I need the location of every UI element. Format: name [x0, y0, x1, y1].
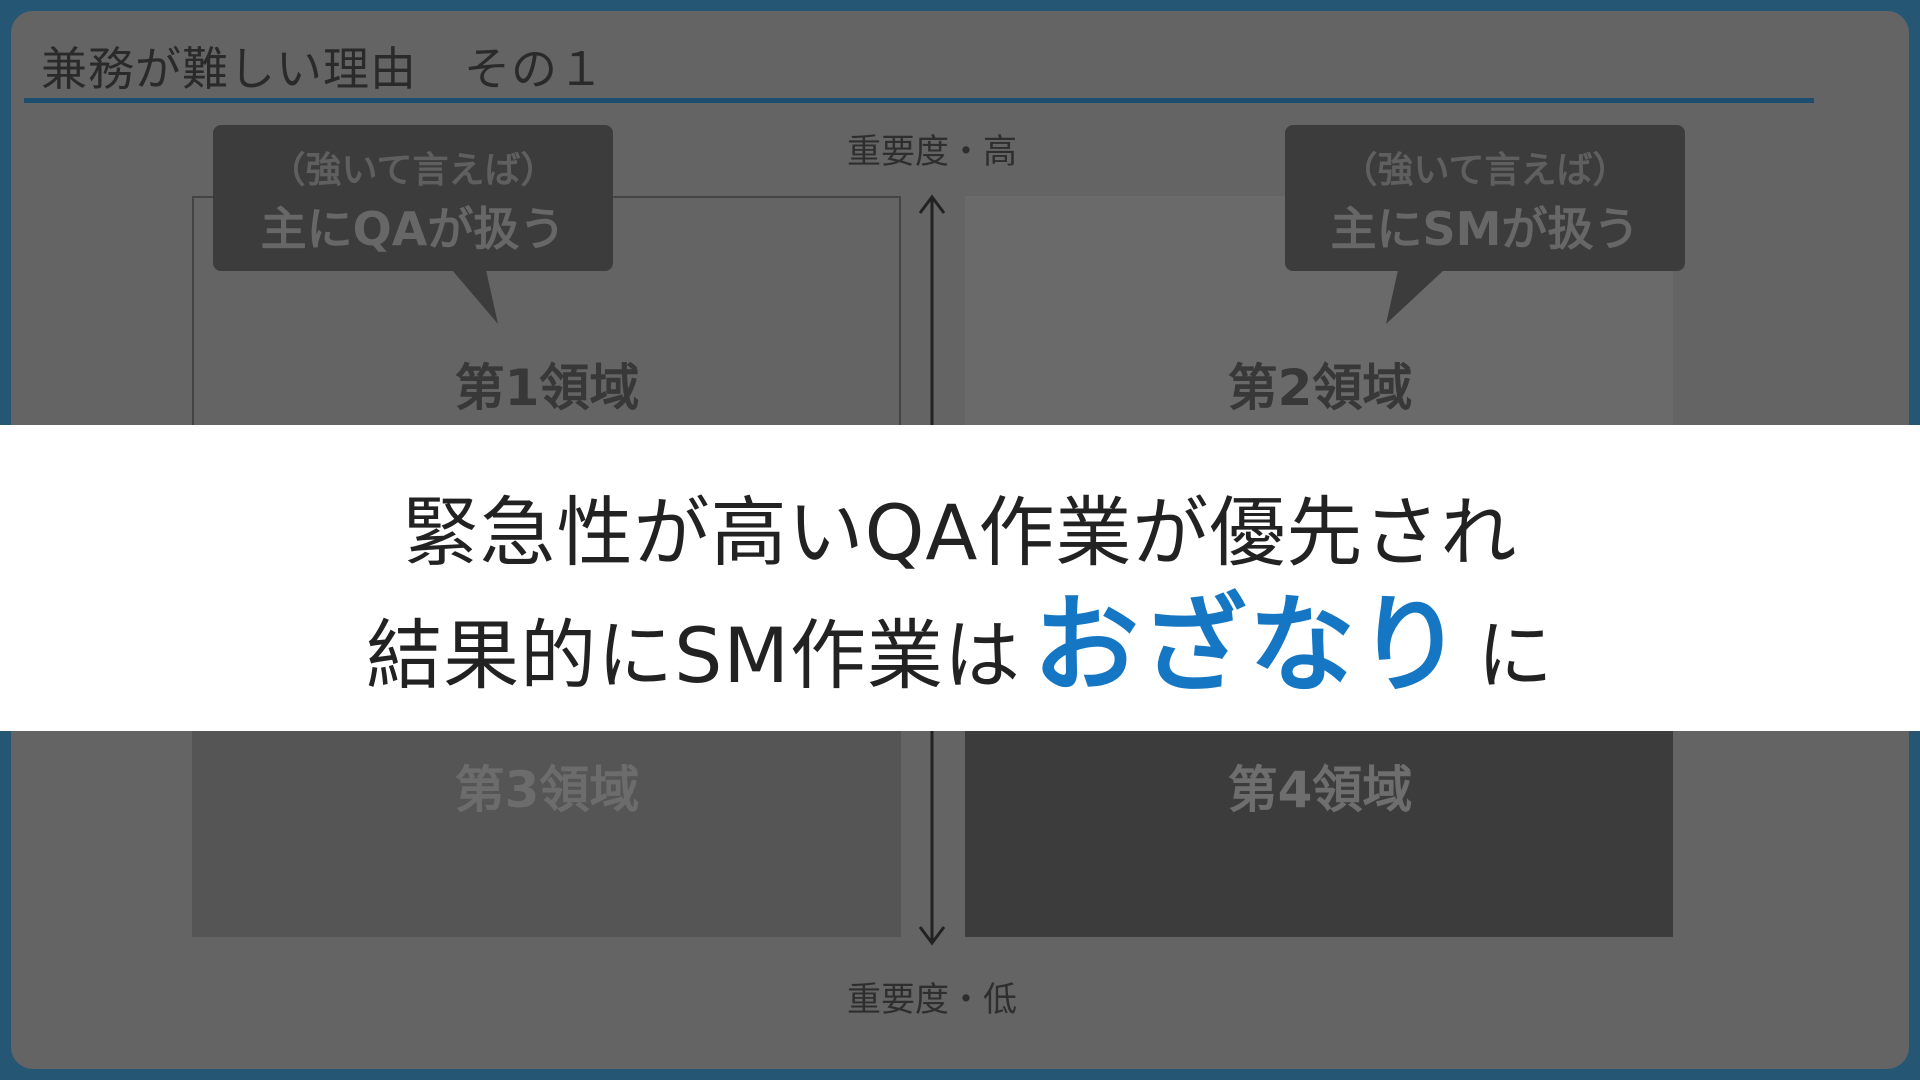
- quadrant-4: [965, 720, 1673, 937]
- quadrant-4-label: 第4領域: [1227, 761, 1413, 819]
- callout-sm-tail: [1386, 270, 1444, 324]
- axis-bottom-label: 重要度・低: [847, 980, 1017, 1020]
- slide-title: 兼務が難しい理由 その１: [41, 42, 605, 96]
- callout-sm-text: 主にSMが扱う: [1330, 202, 1640, 256]
- message-banner: 緊急性が高いQA作業が優先され 結果的にSM作業はおざなりに: [0, 425, 1920, 731]
- quadrant-3: [192, 720, 901, 937]
- banner-line-2-prefix: 結果的にSM作業は: [366, 611, 1021, 700]
- banner-line-2-suffix: に: [1476, 611, 1554, 700]
- callout-qa-text: 主にQAが扱う: [260, 202, 566, 256]
- title-rule: [24, 98, 1814, 103]
- banner-line-2: 結果的にSM作業はおざなりに: [0, 559, 1920, 713]
- callout-qa-subtitle: （強いて言えば）: [269, 150, 557, 191]
- quadrant-1-label: 第1領域: [454, 359, 640, 417]
- callout-sm: （強いて言えば） 主にSMが扱う: [1285, 125, 1685, 271]
- callout-qa: （強いて言えば） 主にQAが扱う: [213, 125, 613, 271]
- banner-line-1: 緊急性が高いQA作業が優先され: [402, 488, 1518, 577]
- callout-sm-subtitle: （強いて言えば）: [1341, 150, 1629, 191]
- banner-emphasis: おざなり: [1032, 584, 1465, 707]
- callout-qa-tail: [452, 270, 498, 324]
- quadrant-2-label: 第2領域: [1227, 359, 1413, 417]
- quadrant-3-label: 第3領域: [454, 761, 640, 819]
- axis-top-label: 重要度・高: [847, 132, 1017, 172]
